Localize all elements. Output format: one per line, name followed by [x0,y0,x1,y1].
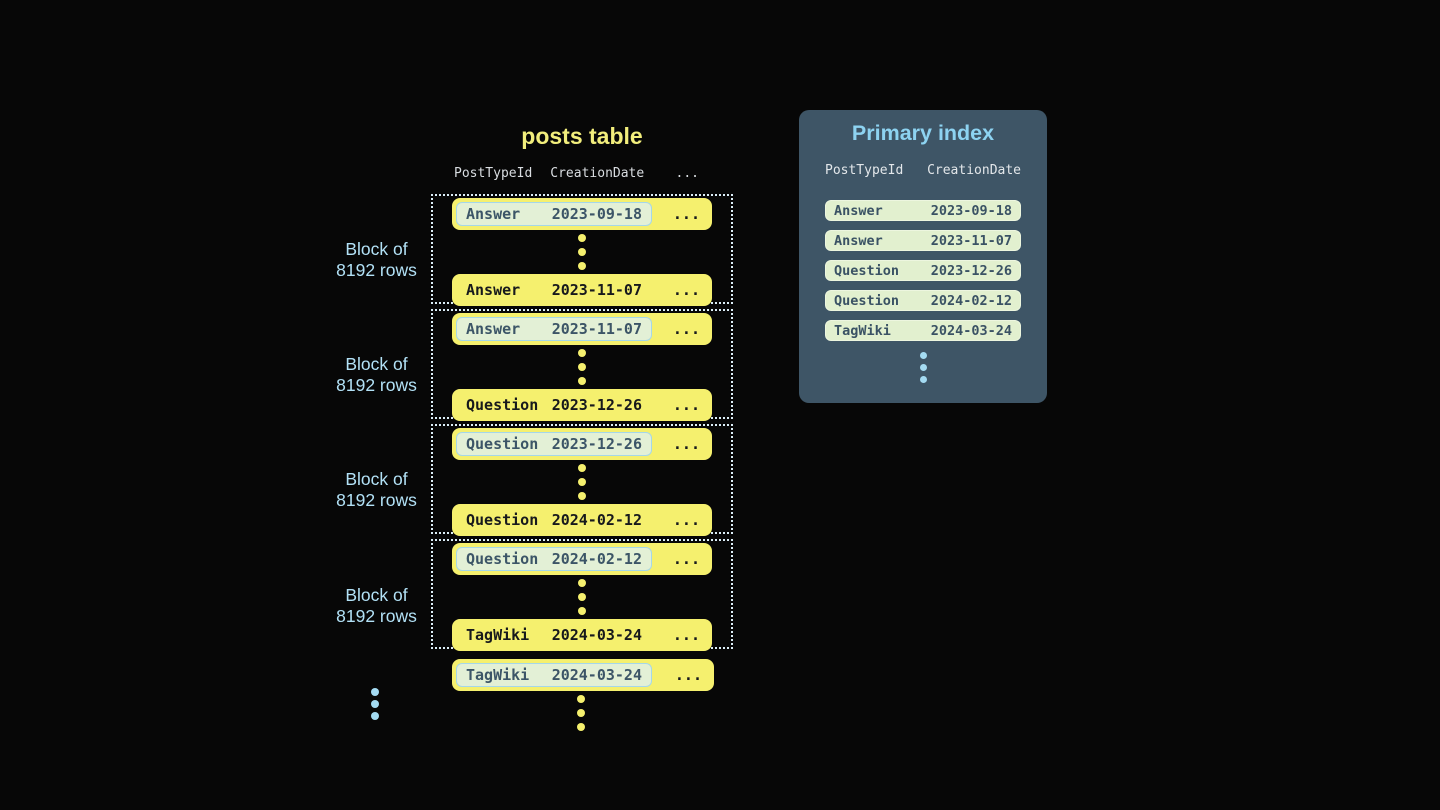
more-index-entries-dots [919,352,927,383]
index-entry: Answer 2023-09-18 [825,200,1021,221]
posts-column-posttypeid: PostTypeId [454,166,533,181]
row-more-ellipsis: ... [672,435,700,453]
table-row: Answer 2023-09-18 ... [452,198,712,230]
row-more-ellipsis: ... [672,281,700,299]
more-rows-dots [577,695,585,731]
post-type-value: Answer [466,205,521,223]
table-row: Question 2023-12-26 ... [452,389,712,421]
index-entry: Answer 2023-11-07 [825,230,1021,251]
post-type-value: Question [466,396,539,414]
row-block-2: Answer 2023-11-07 ... Question 2023-12-2… [431,309,733,421]
omitted-rows-dots [578,464,586,500]
primary-index-title: Primary index [851,121,995,145]
table-row-next-block: TagWiki 2024-03-24 ... [452,659,714,691]
creation-date-value: 2023-11-07 [930,232,1012,249]
row-block-1: Answer 2023-09-18 ... Answer 2023-11-07 … [431,194,733,306]
post-type-value: Question [466,550,539,568]
index-column-creationdate: CreationDate [927,163,1021,178]
creation-date-value: 2023-12-26 [930,262,1012,279]
posts-column-creationdate: CreationDate [550,166,645,181]
table-row: Answer 2023-11-07 ... [452,274,712,306]
post-type-value: TagWiki [834,322,891,339]
post-type-value: Question [466,435,539,453]
table-row: Question 2023-12-26 ... [452,428,712,460]
posts-table-title: posts table [521,123,643,149]
index-column-posttypeid: PostTypeId [825,163,904,178]
block-label-2: Block of 8192 rows [336,354,417,395]
post-type-value: Answer [834,232,883,249]
post-type-value: Question [466,511,539,529]
primary-index-column-headers: PostTypeId CreationDate [825,163,1021,178]
creation-date-value: 2023-09-18 [930,202,1012,219]
row-more-ellipsis: ... [672,550,700,568]
omitted-rows-dots [578,349,586,385]
row-more-ellipsis: ... [672,396,700,414]
creation-date-value: 2023-11-07 [551,320,642,338]
table-row: Question 2024-02-12 ... [452,543,712,575]
post-type-value: Answer [466,320,521,338]
post-type-value: TagWiki [466,666,530,684]
index-entry: Question 2024-02-12 [825,290,1021,311]
indexed-columns-highlight: Question 2024-02-12 [456,547,652,571]
row-block-4: Question 2024-02-12 ... TagWiki 2024-03-… [431,539,733,651]
post-type-value: Question [834,262,900,279]
indexed-columns-highlight: TagWiki 2024-03-24 [456,663,652,687]
indexed-columns: Question 2023-12-26 [456,393,652,417]
indexed-columns-highlight: Answer 2023-11-07 [456,317,652,341]
primary-index-panel: Primary index PostTypeId CreationDate An… [799,110,1047,403]
primary-index-entries: Answer 2023-09-18 Answer 2023-11-07 Ques… [825,200,1021,341]
post-type-value: Answer [466,281,521,299]
creation-date-value: 2024-03-24 [551,666,642,684]
index-entry: TagWiki 2024-03-24 [825,320,1021,341]
creation-date-value: 2024-02-12 [551,550,642,568]
omitted-rows-dots [578,234,586,270]
creation-date-value: 2024-02-12 [930,292,1012,309]
table-row: Question 2024-02-12 ... [452,504,712,536]
creation-date-value: 2024-02-12 [551,511,642,529]
indexed-columns-highlight: Question 2023-12-26 [456,432,652,456]
row-more-ellipsis: ... [672,205,700,223]
row-more-ellipsis: ... [672,511,700,529]
more-blocks-dots [371,688,379,720]
indexed-columns: Answer 2023-11-07 [456,278,652,302]
row-block-3: Question 2023-12-26 ... Question 2024-02… [431,424,733,536]
table-row: Answer 2023-11-07 ... [452,313,712,345]
indexed-columns: Question 2024-02-12 [456,508,652,532]
post-type-value: Question [834,292,900,309]
index-entry: Question 2023-12-26 [825,260,1021,281]
post-type-value: Answer [834,202,883,219]
posts-column-more-ellipsis: ... [675,166,699,181]
row-more-ellipsis: ... [672,626,700,644]
block-label-3: Block of 8192 rows [336,469,417,510]
block-label-1: Block of 8192 rows [336,239,417,280]
table-row: TagWiki 2024-03-24 ... [452,619,712,651]
post-type-value: TagWiki [466,626,530,644]
creation-date-value: 2023-11-07 [551,281,642,299]
row-more-ellipsis: ... [672,320,700,338]
indexed-columns-highlight: Answer 2023-09-18 [456,202,652,226]
posts-table-column-headers: PostTypeId CreationDate ... [452,166,714,184]
creation-date-value: 2024-03-24 [930,322,1012,339]
omitted-rows-dots [578,579,586,615]
row-more-ellipsis: ... [674,666,702,684]
creation-date-value: 2023-09-18 [551,205,642,223]
block-label-4: Block of 8192 rows [336,585,417,626]
creation-date-value: 2023-12-26 [551,396,642,414]
indexed-columns: TagWiki 2024-03-24 [456,623,652,647]
creation-date-value: 2024-03-24 [551,626,642,644]
creation-date-value: 2023-12-26 [551,435,642,453]
